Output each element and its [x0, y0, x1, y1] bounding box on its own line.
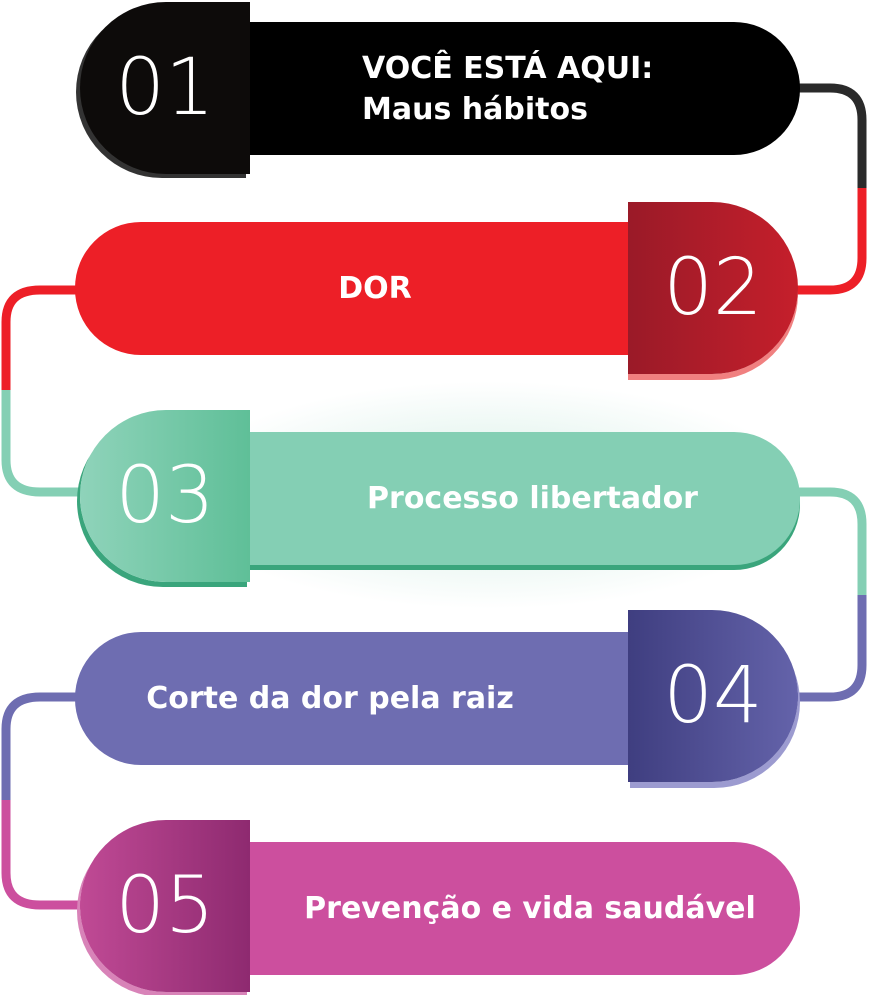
step-2-bar: DOR	[75, 222, 675, 355]
step-2-number: 02	[663, 243, 763, 333]
step-3-bar: Processo libertador	[200, 432, 800, 565]
step-3-title: Processo libertador	[367, 481, 698, 516]
step-1-bar: VOCÊ ESTÁ AQUI: Maus hábitos	[200, 22, 800, 155]
step-1-badge: 01	[80, 2, 250, 174]
step-4-badge: 04	[628, 610, 798, 782]
step-5-title: Prevenção e vida saudável	[304, 891, 756, 926]
step-5-number: 05	[115, 861, 215, 951]
step-1-number: 01	[115, 43, 215, 133]
step-4-bar: Corte da dor pela raiz	[75, 632, 675, 765]
step-2-badge: 02	[628, 202, 798, 374]
step-4-title: Corte da dor pela raiz	[146, 681, 514, 716]
step-1-subtitle: Maus hábitos	[362, 91, 588, 127]
step-5-bar: Prevenção e vida saudável	[200, 842, 800, 975]
step-1-title: VOCÊ ESTÁ AQUI:	[362, 50, 654, 86]
step-3-badge: 03	[80, 410, 250, 582]
step-2-title: DOR	[338, 271, 412, 306]
step-3-number: 03	[115, 451, 215, 541]
step-5-badge: 05	[80, 820, 250, 992]
step-4-number: 04	[663, 651, 763, 741]
